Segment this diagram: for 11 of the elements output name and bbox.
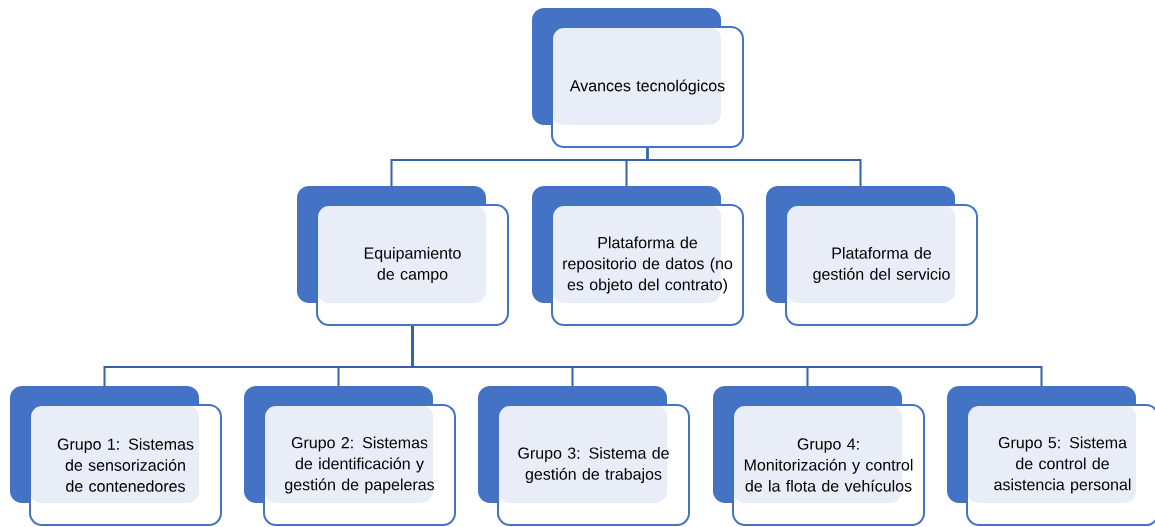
connector-line bbox=[411, 325, 1043, 387]
org-chart-box: Avances tecnológicos bbox=[532, 8, 744, 148]
connector-line bbox=[646, 147, 862, 187]
org-chart-box: Equipamiento de campo bbox=[297, 186, 509, 326]
org-chart-box: Grupo 2: Sistemas de identificación y gestión de papeleras bbox=[244, 386, 456, 526]
org-chart-box: Grupo 1: Sistemas de sensorización de contenedores bbox=[10, 386, 222, 526]
org-chart-box: Plataforma de gestión del servicio bbox=[766, 186, 978, 326]
org-chart-box: Grupo 5: Sistema de control de asistencia personal bbox=[947, 386, 1155, 526]
org-chart-box: Grupo 4: Monitorización y control de la flota de vehículos bbox=[713, 386, 925, 526]
org-chart-box: Grupo 3: Sistema de gestión de trabajos bbox=[478, 386, 690, 526]
org-chart-box: Plataforma de repositorio de datos (no es objeto del contrato) bbox=[532, 186, 744, 326]
